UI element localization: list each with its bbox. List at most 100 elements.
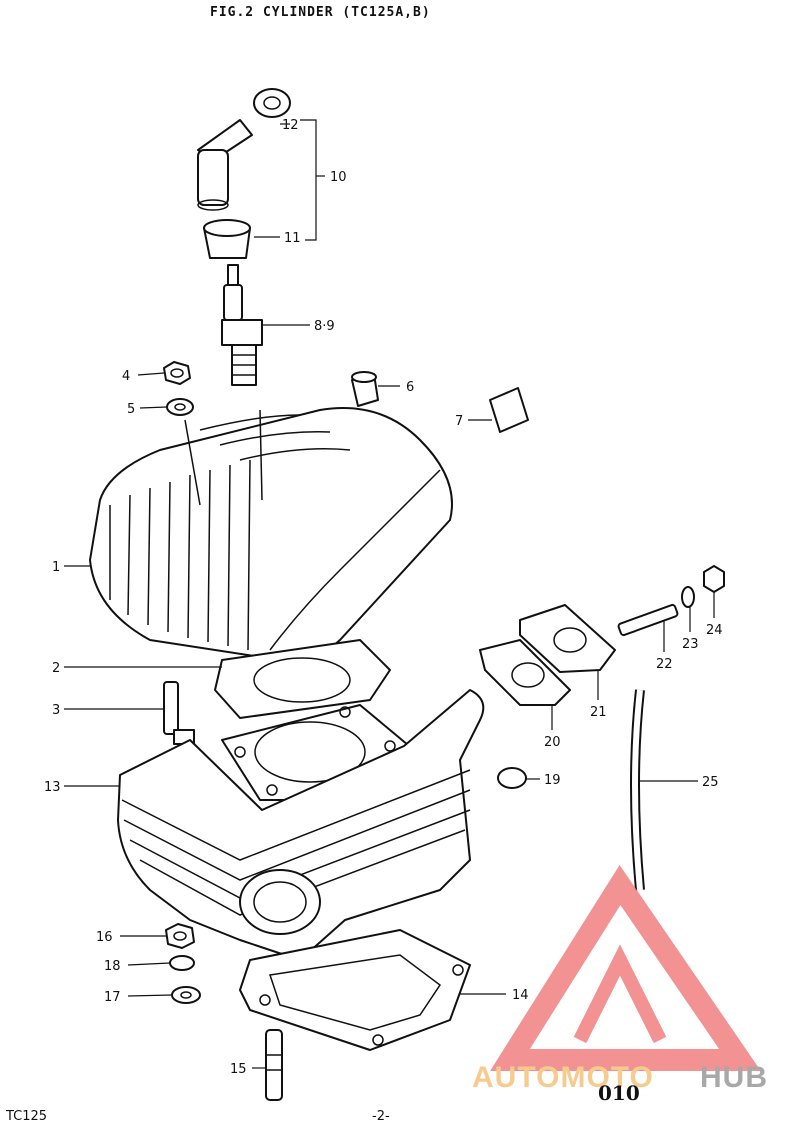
fin-top	[199, 414, 301, 431]
callout-20: 20	[544, 735, 561, 750]
spark-plug-terminal	[227, 264, 239, 286]
stud-hole-line	[184, 419, 201, 506]
callout-18: 18	[104, 959, 121, 974]
leader-lines	[64, 119, 715, 1069]
fin-line	[207, 469, 211, 643]
fin-top	[219, 431, 331, 446]
washer-17-hole	[180, 991, 192, 999]
callout-24: 24	[706, 623, 723, 638]
cylinder-head-body	[89, 407, 453, 661]
plug-cap-body-end	[197, 199, 229, 211]
plug-cap-seal-12	[253, 88, 291, 118]
fin-top	[239, 448, 351, 461]
callout-22: 22	[656, 657, 673, 672]
plug-cap-boot-top	[203, 219, 251, 237]
exhaust-port-inner	[253, 881, 307, 923]
base-gasket-14	[239, 929, 471, 1051]
intake-gasket-hole	[511, 662, 545, 688]
callout-12: 12	[282, 118, 299, 133]
callout-11: 11	[284, 231, 301, 246]
watermark-brand-b: HUB	[700, 1061, 768, 1094]
cap-7	[489, 387, 529, 433]
cylinder-body	[117, 689, 485, 961]
callout-21: 21	[590, 705, 607, 720]
callout-25: 25	[702, 775, 719, 790]
watermark-inner-mark-icon	[573, 944, 667, 1044]
spark-plug	[221, 264, 263, 386]
callout-23: 23	[682, 637, 699, 652]
callout-19: 19	[544, 773, 561, 788]
spark-plug-hex	[221, 319, 263, 346]
leader-4	[137, 372, 165, 376]
bolt-22	[617, 603, 679, 637]
washer-5	[166, 398, 194, 416]
footer-page: -2-	[372, 1109, 390, 1124]
gasket-hole	[384, 740, 396, 752]
plug-cap-assembly	[197, 88, 291, 259]
leader-17	[127, 994, 173, 997]
nut-4	[163, 361, 191, 385]
fin-line	[187, 474, 191, 639]
gasket-hole	[266, 784, 278, 796]
head-gasket-2	[214, 639, 391, 719]
cylinder-gasket-bore	[254, 721, 366, 783]
callout-10: 10	[330, 170, 347, 185]
cylinder-fin	[139, 829, 466, 916]
callout-17: 17	[104, 990, 121, 1005]
callout-3: 3	[52, 703, 60, 718]
cylinder-fin	[123, 789, 471, 881]
fin-line	[127, 494, 131, 616]
plug-cap-body-10	[197, 149, 229, 206]
fin-line	[247, 459, 251, 651]
plug-hole-line	[259, 409, 263, 501]
callout-4: 4	[122, 369, 130, 384]
washer-17	[171, 986, 201, 1004]
callout-5: 5	[127, 402, 135, 417]
exhaust-port	[239, 869, 321, 935]
callout-7: 7	[455, 414, 463, 429]
head-edge-line	[269, 469, 441, 651]
callout-6: 6	[406, 380, 414, 395]
gasket-hole	[372, 1034, 384, 1046]
stud-15	[265, 1029, 283, 1101]
nut-24	[703, 565, 725, 593]
nut-16-hole	[173, 931, 187, 941]
breather-tube-25	[632, 689, 643, 891]
callout-13: 13	[44, 780, 61, 795]
callout-labels: 1 2 3 4 5 6 7 8·9 10 11 12 13 14 15 16 1…	[44, 118, 723, 1077]
head-gasket-bore	[253, 657, 351, 703]
footer-sheet-number: 010	[598, 1081, 640, 1105]
fin-line	[227, 464, 231, 647]
gasket-hole	[452, 964, 464, 976]
fin-line	[167, 481, 171, 633]
nut-16	[165, 923, 195, 949]
callout-15: 15	[230, 1062, 247, 1077]
leader-18	[127, 962, 171, 966]
leader-5	[139, 406, 168, 409]
watermark-brand-a: AUTOMOTO	[472, 1061, 654, 1094]
intake-gasket-20	[479, 639, 571, 706]
lock-washer-18	[169, 955, 195, 971]
intake-spacer-21	[519, 604, 616, 673]
spark-plug-insulator	[223, 284, 243, 321]
watermark-logo: AUTOMOTO HUB	[472, 864, 768, 1094]
cylinder-head-1	[89, 407, 453, 661]
callout-16: 16	[96, 930, 113, 945]
washer-5-hole	[174, 403, 186, 411]
lock-washer-23	[681, 586, 695, 608]
base-gasket-opening	[269, 954, 442, 1031]
callout-1: 1	[52, 560, 60, 575]
intake-spacer-hole	[553, 627, 587, 653]
callout-14: 14	[512, 988, 529, 1003]
plug-19	[497, 767, 527, 789]
callout-2: 2	[52, 661, 60, 676]
fin-line	[147, 487, 151, 626]
bracket-10	[300, 119, 317, 241]
callout-8-9: 8·9	[314, 319, 335, 334]
gasket-hole	[259, 994, 271, 1006]
footer-model: TC125	[5, 1109, 47, 1124]
plug-cap-seal-hole	[263, 96, 281, 110]
cap-6-top	[351, 371, 377, 383]
cylinder-fin	[121, 769, 471, 861]
